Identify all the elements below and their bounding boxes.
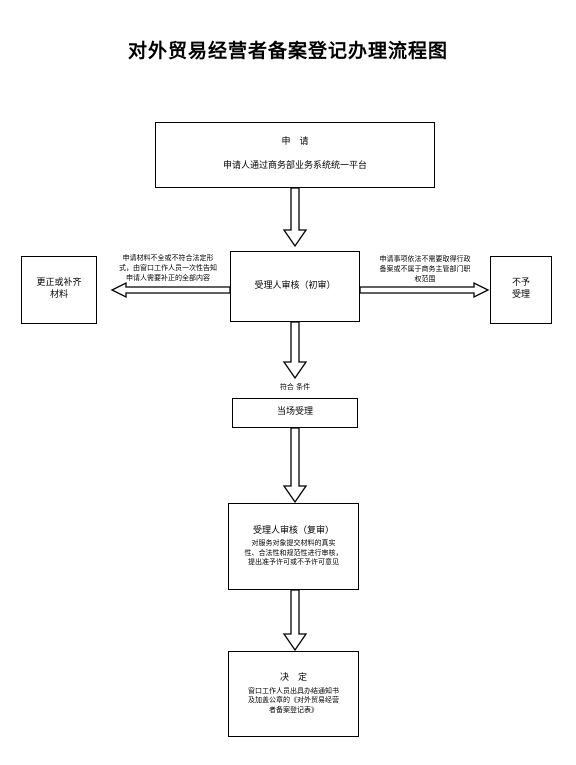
right-note-line: 权范围	[414, 275, 436, 284]
arrow-down-4	[282, 589, 308, 652]
right-note: 申请事项依法不需要取得行政 备案或不属于商务主管部门职 权范围	[362, 254, 488, 284]
left-note-line: 式，由窗口工作人员一次性告知	[119, 264, 217, 273]
accept-box: 当场受理	[232, 398, 358, 428]
condition-label: 符合 条件	[279, 383, 311, 391]
right-box-line: 不予	[511, 278, 530, 289]
arrow-down-3	[282, 427, 308, 504]
decision-box: 决 定 窗口工作人员出具办结通知书 及加盖公章的《对外贸易经营 者备案登记表》	[228, 651, 359, 737]
accept-label: 当场受理	[276, 407, 313, 418]
review-second-line: 提出准予许可或不予许可意见	[248, 558, 339, 567]
apply-heading: 申 请	[281, 137, 309, 148]
left-note-line: 申请人需要补正的全部内容	[126, 274, 210, 283]
arrow-left	[110, 281, 231, 299]
arrow-right	[359, 281, 490, 299]
right-note-line: 备案或不属于商务主管部门职	[379, 265, 471, 274]
decision-heading: 决 定	[279, 673, 307, 683]
arrow-down-2	[282, 321, 308, 380]
review-first-label: 受理人审核（初审）	[254, 280, 336, 291]
apply-desc: 申请人通过商务部业务系统统一平台	[222, 161, 367, 171]
left-box-line: 材料	[49, 290, 68, 300]
left-note: 申请材料不全或不符合法定形 式，由窗口工作人员一次性告知 申请人需要补正的全部内…	[104, 253, 232, 283]
right-box: 不予 受理	[490, 256, 552, 324]
decision-line: 及加盖公章的《对外贸易经营	[248, 696, 339, 705]
review-second-line: 性、合法性和规范性进行审核，	[244, 548, 343, 557]
review-second-heading: 受理人审核（复审）	[252, 525, 334, 536]
arrow-down-1	[282, 187, 308, 248]
review-second-box: 受理人审核（复审） 对服务对象提交材料的真实 性、合法性和规范性进行审核， 提出…	[228, 503, 359, 590]
right-note-line: 申请事项依法不需要取得行政	[379, 255, 471, 263]
left-box-line: 更正或补齐	[36, 278, 82, 289]
left-note-line: 申请材料不全或不符合法定形	[122, 254, 214, 262]
left-box: 更正或补齐 材料	[21, 256, 97, 324]
decision-line: 窗口工作人员出具办结通知书	[248, 686, 339, 695]
decision-line: 者备案登记表》	[269, 705, 318, 714]
right-box-line: 受理	[511, 290, 530, 300]
apply-box: 申 请 申请人通过商务部业务系统统一平台	[155, 122, 435, 188]
review-first-box: 受理人审核（初审）	[230, 251, 360, 322]
review-second-line: 对服务对象提交材料的真实	[251, 539, 336, 548]
page-title: 对外贸易经营者备案登记办理流程图	[127, 40, 448, 62]
